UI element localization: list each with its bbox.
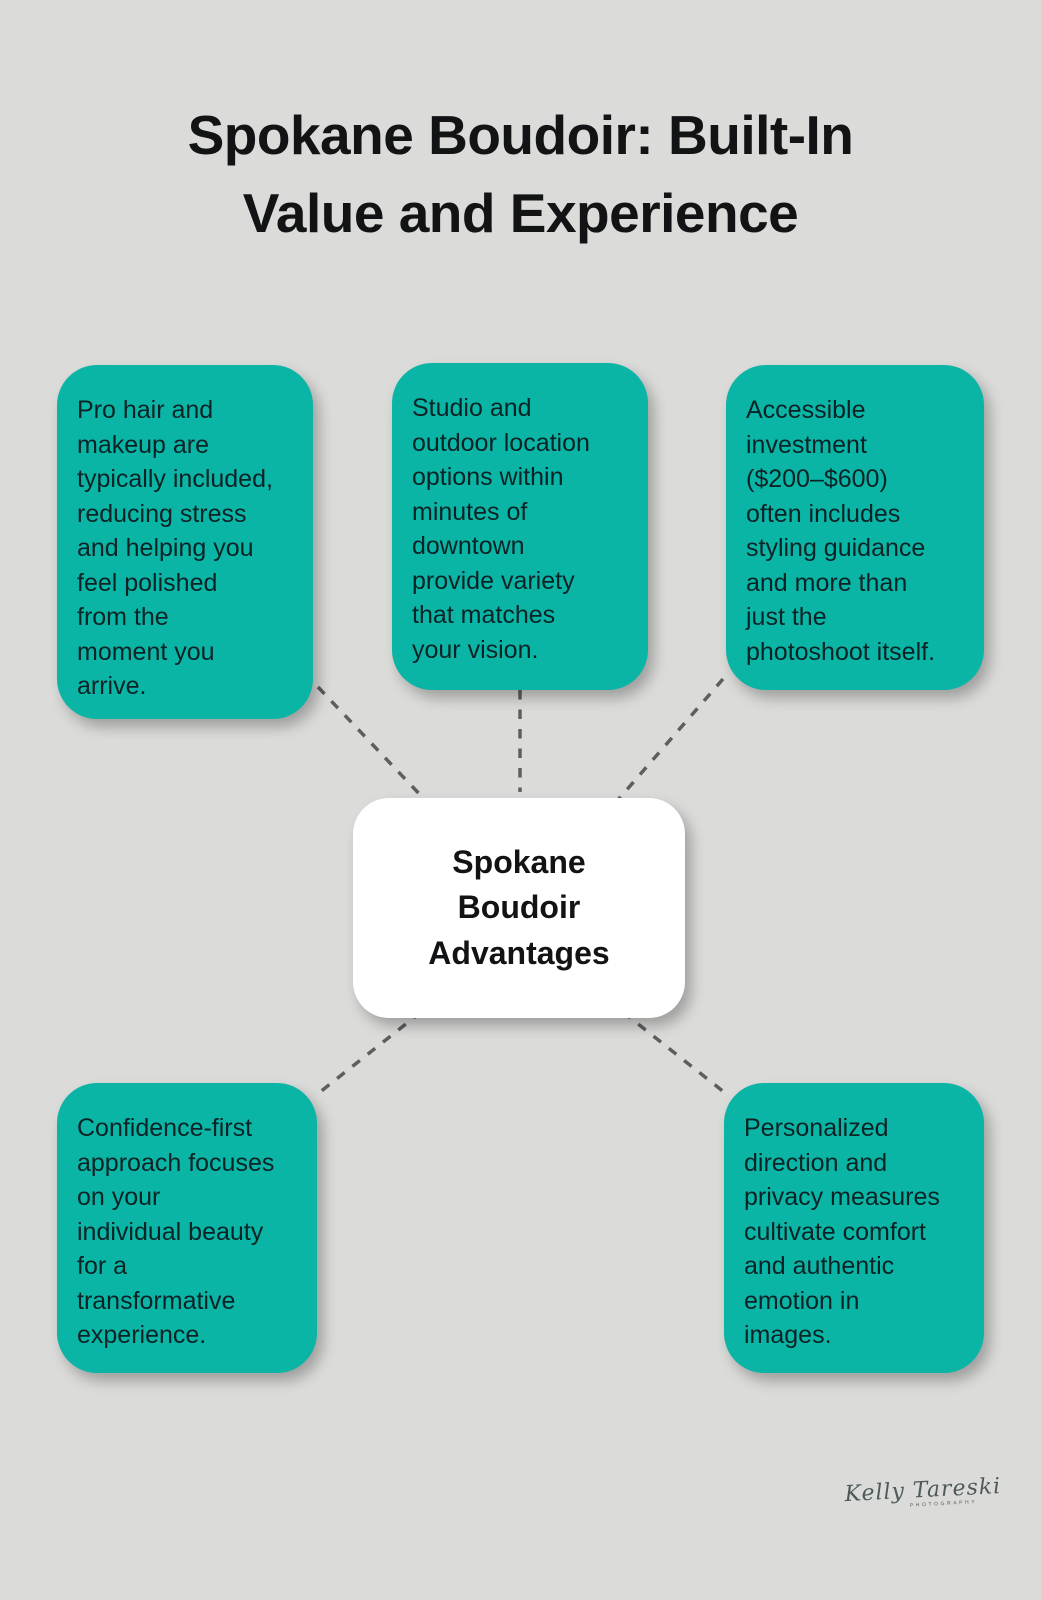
advantage-card-investment: Accessible investment ($200–$600) often … — [726, 365, 984, 690]
page-title: Spokane Boudoir: Built-In Value and Expe… — [187, 104, 854, 245]
central-node: Spokane Boudoir Advantages — [353, 798, 685, 1018]
photographer-signature: Kelly Tareski PHOTOGRAPHY — [844, 1474, 1002, 1512]
connector-line-bottom-right — [621, 1010, 731, 1098]
connector-line-top-left — [316, 685, 428, 803]
central-node-label: Spokane Boudoir Advantages — [428, 843, 610, 971]
connector-line-bottom-left — [313, 1010, 423, 1098]
card-text: Accessible investment ($200–$600) often … — [746, 396, 936, 666]
card-text: Personalized direction and privacy measu… — [744, 1114, 940, 1349]
card-text: Confidence-first approach focuses on you… — [77, 1114, 275, 1349]
advantage-card-locations: Studio and outdoor location options with… — [392, 363, 648, 690]
advantage-card-confidence: Confidence-first approach focuses on you… — [57, 1083, 317, 1373]
advantage-card-hair-makeup: Pro hair and makeup are typically includ… — [57, 365, 313, 719]
connector-line-top-right — [615, 677, 725, 803]
advantage-card-privacy: Personalized direction and privacy measu… — [724, 1083, 984, 1373]
card-text: Pro hair and makeup are typically includ… — [77, 396, 273, 700]
card-text: Studio and outdoor location options with… — [412, 394, 590, 664]
